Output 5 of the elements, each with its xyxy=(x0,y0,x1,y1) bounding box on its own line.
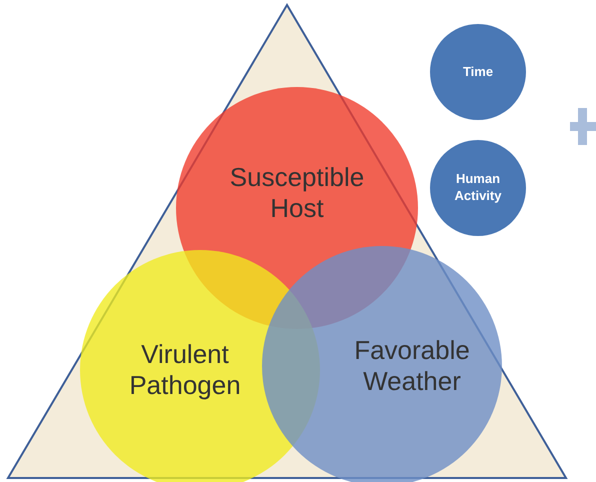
circle-label: Human Activity xyxy=(454,171,502,205)
circle-label: Virulent Pathogen xyxy=(128,338,242,402)
circle-label: Favorable Weather xyxy=(353,334,471,398)
circle-label: Susceptible Host xyxy=(228,162,366,224)
circle-label: Time xyxy=(462,64,494,80)
